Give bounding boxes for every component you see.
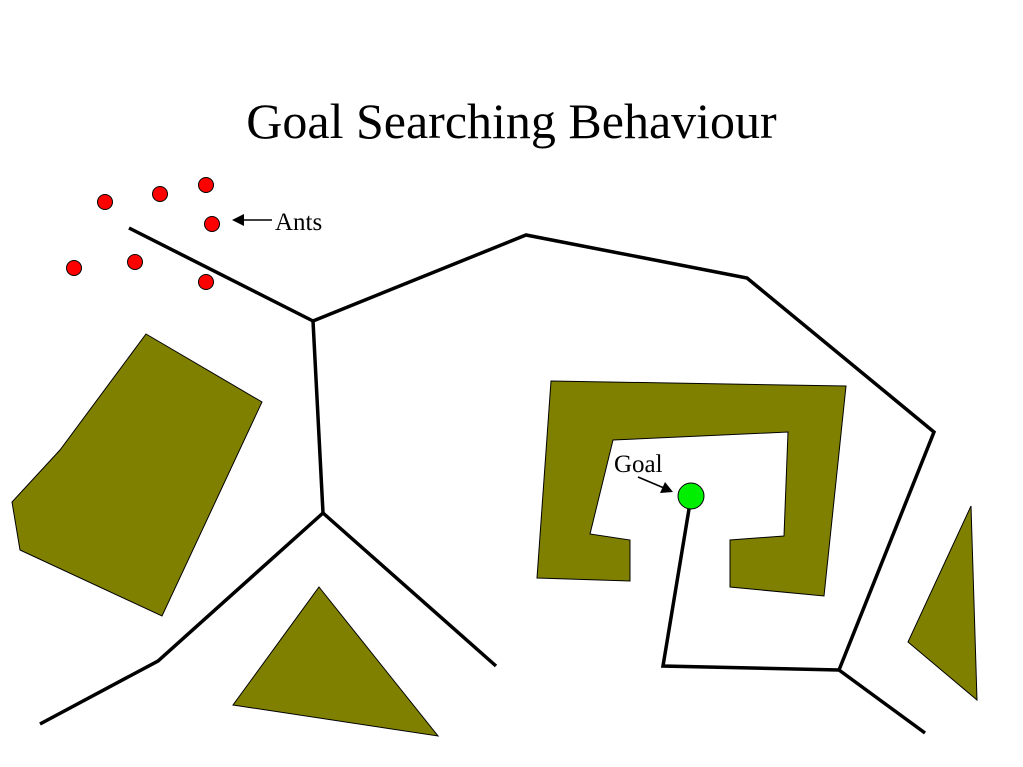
ants-label: Ants [275,209,322,236]
path-upper-loop [312,233,937,671]
path-goal-approach [660,496,840,672]
slide-title: Goal Searching Behaviour [246,93,777,149]
ant-group [66,177,220,290]
ant [152,186,168,202]
goal-label: Goal [614,451,663,478]
path-lower-left-branch [39,511,325,726]
ant [198,177,214,193]
ant [204,216,220,232]
obstacle-right-triangle [907,505,978,702]
path-central-trunk [311,320,325,514]
goal-arrowhead [660,482,673,493]
ant [97,194,113,210]
obstacle-goal-enclosure [536,380,847,597]
path-lower-right-branch [321,511,498,668]
ant [66,260,82,276]
obstacle-bottom-triangle [232,586,440,737]
obstacle-left-block [11,333,263,617]
ant [198,274,214,290]
path-entry-segment [128,226,314,323]
ants-arrowhead [232,214,244,226]
goal-arrow [637,476,665,489]
path-exit-branch [837,668,927,735]
path-network [39,226,937,735]
goal-marker [677,482,705,510]
ant [127,254,143,270]
